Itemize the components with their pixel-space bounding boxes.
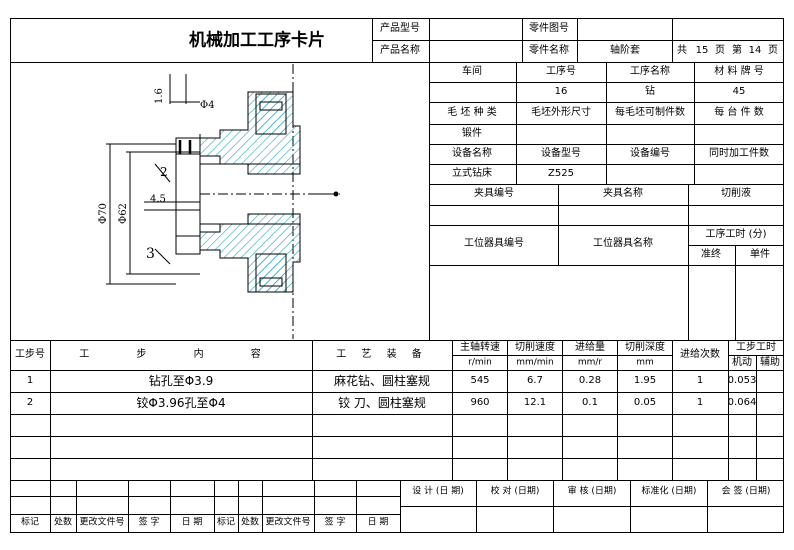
speed-unit: r/min	[468, 357, 492, 368]
time-label: 工序工时 (分)	[705, 229, 767, 240]
product-name-label: 产品名称	[380, 45, 420, 56]
cut-speed-unit: mm/min	[516, 357, 554, 368]
part-drawing: 1.6 Φ4 2 4.5 Φ70 Φ62 3	[98, 64, 340, 339]
blank-type: 锻件	[462, 128, 482, 139]
step-no-header: 工步号	[15, 349, 45, 360]
rev-mark-1: 标记	[20, 517, 40, 528]
material-label: 材 料 牌 号	[714, 66, 764, 77]
process-name: 钻	[645, 86, 655, 97]
per-blank-label: 每毛坯可制件数	[615, 107, 685, 118]
step-2-content: 铰Φ3.96孔至Φ4	[136, 396, 226, 410]
feed-unit: mm/r	[577, 357, 603, 368]
total-label: 共	[677, 45, 687, 56]
step-2-feed: 0.1	[582, 397, 598, 408]
dim-ra: 1.6	[154, 88, 165, 104]
step-2-cut-speed: 12.1	[523, 397, 547, 408]
dim-70: Φ70	[98, 203, 109, 224]
material: 45	[732, 86, 746, 97]
unit-label: 单件	[750, 249, 770, 260]
sheet-no: 14	[748, 45, 762, 56]
equip-no-label: 设备编号	[630, 148, 670, 159]
feed-header: 进给量	[575, 342, 605, 353]
page-unit-2: 页	[768, 45, 778, 56]
machine-header: 机动	[732, 357, 752, 368]
part-name: 轴阶套	[610, 45, 640, 56]
blank-type-label: 毛 坯 种 类	[447, 107, 497, 118]
simul-label: 同时加工件数	[709, 148, 769, 159]
content-header: 工 步 内 容	[79, 349, 283, 360]
step-1-passes: 1	[696, 375, 704, 386]
speed-header: 主轴转速	[460, 342, 500, 353]
step-1-cut-speed: 6.7	[527, 375, 543, 386]
depth-header: 切削深度	[625, 342, 665, 353]
sign-label: 会 签 (日期)	[721, 486, 771, 497]
dim-d4: Φ4	[200, 100, 215, 111]
total-pages: 15	[695, 45, 709, 56]
equip-model: Z525	[548, 168, 574, 179]
fixture-name-label: 夹具名称	[603, 188, 643, 199]
standard-label: 标准化 (日期)	[641, 486, 697, 497]
process-name-label: 工序名称	[630, 66, 670, 77]
equipment-header: 工 艺 装 备	[336, 349, 428, 360]
step-time-header: 工步工时	[736, 342, 776, 353]
design-label: 设 计 (日 期)	[412, 486, 464, 497]
dim-62: Φ62	[118, 203, 129, 224]
review-label: 审 核 (日期)	[567, 486, 617, 497]
depth-unit: mm	[636, 357, 654, 368]
step-2-speed: 960	[470, 397, 490, 408]
product-model-label: 产品型号	[380, 23, 420, 34]
cut-speed-header: 切削速度	[515, 342, 555, 353]
rev-sign-1: 签 字	[138, 517, 160, 528]
page-unit-1: 页	[715, 45, 725, 56]
equip-name: 立式钻床	[452, 168, 492, 179]
rev-doc-1: 更改文件号	[79, 517, 125, 528]
dim-2: 2	[160, 165, 168, 179]
sheet-label: 第	[732, 45, 742, 56]
rev-count-1: 处数	[53, 517, 73, 528]
process-no: 16	[554, 86, 568, 97]
step-1-depth: 1.95	[633, 375, 657, 386]
coolant-label: 切削液	[721, 188, 751, 199]
station-tool-no-label: 工位器具编号	[464, 238, 524, 249]
rev-date-2: 日 期	[367, 517, 389, 528]
blank-size-label: 毛坯外形尺寸	[531, 107, 591, 118]
equip-name-label: 设备名称	[452, 148, 492, 159]
step-2-passes: 1	[696, 397, 704, 408]
rev-date-1: 日 期	[181, 517, 203, 528]
step-1-equipment: 麻花钻、圆柱塞规	[333, 374, 431, 388]
step-2-machine: 0.064	[727, 397, 757, 408]
part-drawing-label: 零件图号	[529, 23, 569, 34]
passes-header: 进给次数	[680, 349, 720, 360]
step-2-depth: 0.05	[633, 397, 657, 408]
step-2-equipment: 铰 刀、圆柱塞规	[338, 396, 426, 410]
aux-header: 辅助	[760, 357, 780, 368]
rev-sign-2: 签 字	[324, 517, 346, 528]
station-tool-name-label: 工位器具名称	[593, 238, 653, 249]
process-no-label: 工序号	[546, 66, 576, 77]
step-1-no: 1	[26, 375, 34, 386]
workshop-label: 车间	[462, 66, 482, 77]
fixture-no-label: 夹具编号	[474, 188, 514, 199]
rev-mark-2: 标记	[216, 517, 236, 528]
step-1-speed: 545	[470, 375, 490, 386]
step-1-machine: 0.053	[727, 375, 757, 386]
card-title: 机械加工工序卡片	[189, 30, 325, 51]
step-1-content: 钻孔至Φ3.9	[148, 374, 214, 388]
prep-label: 准终	[701, 249, 721, 260]
equip-model-label: 设备型号	[541, 148, 581, 159]
part-name-label: 零件名称	[529, 45, 569, 56]
rev-count-2: 处数	[240, 517, 260, 528]
rev-doc-2: 更改文件号	[265, 517, 311, 528]
per-unit-label: 每 台 件 数	[714, 107, 764, 118]
step-2-no: 2	[26, 397, 34, 408]
dim-3: 3	[146, 246, 155, 262]
step-1-feed: 0.28	[578, 375, 602, 386]
dim-45: 4.5	[150, 194, 166, 205]
check-label: 校 对 (日期)	[490, 486, 540, 497]
